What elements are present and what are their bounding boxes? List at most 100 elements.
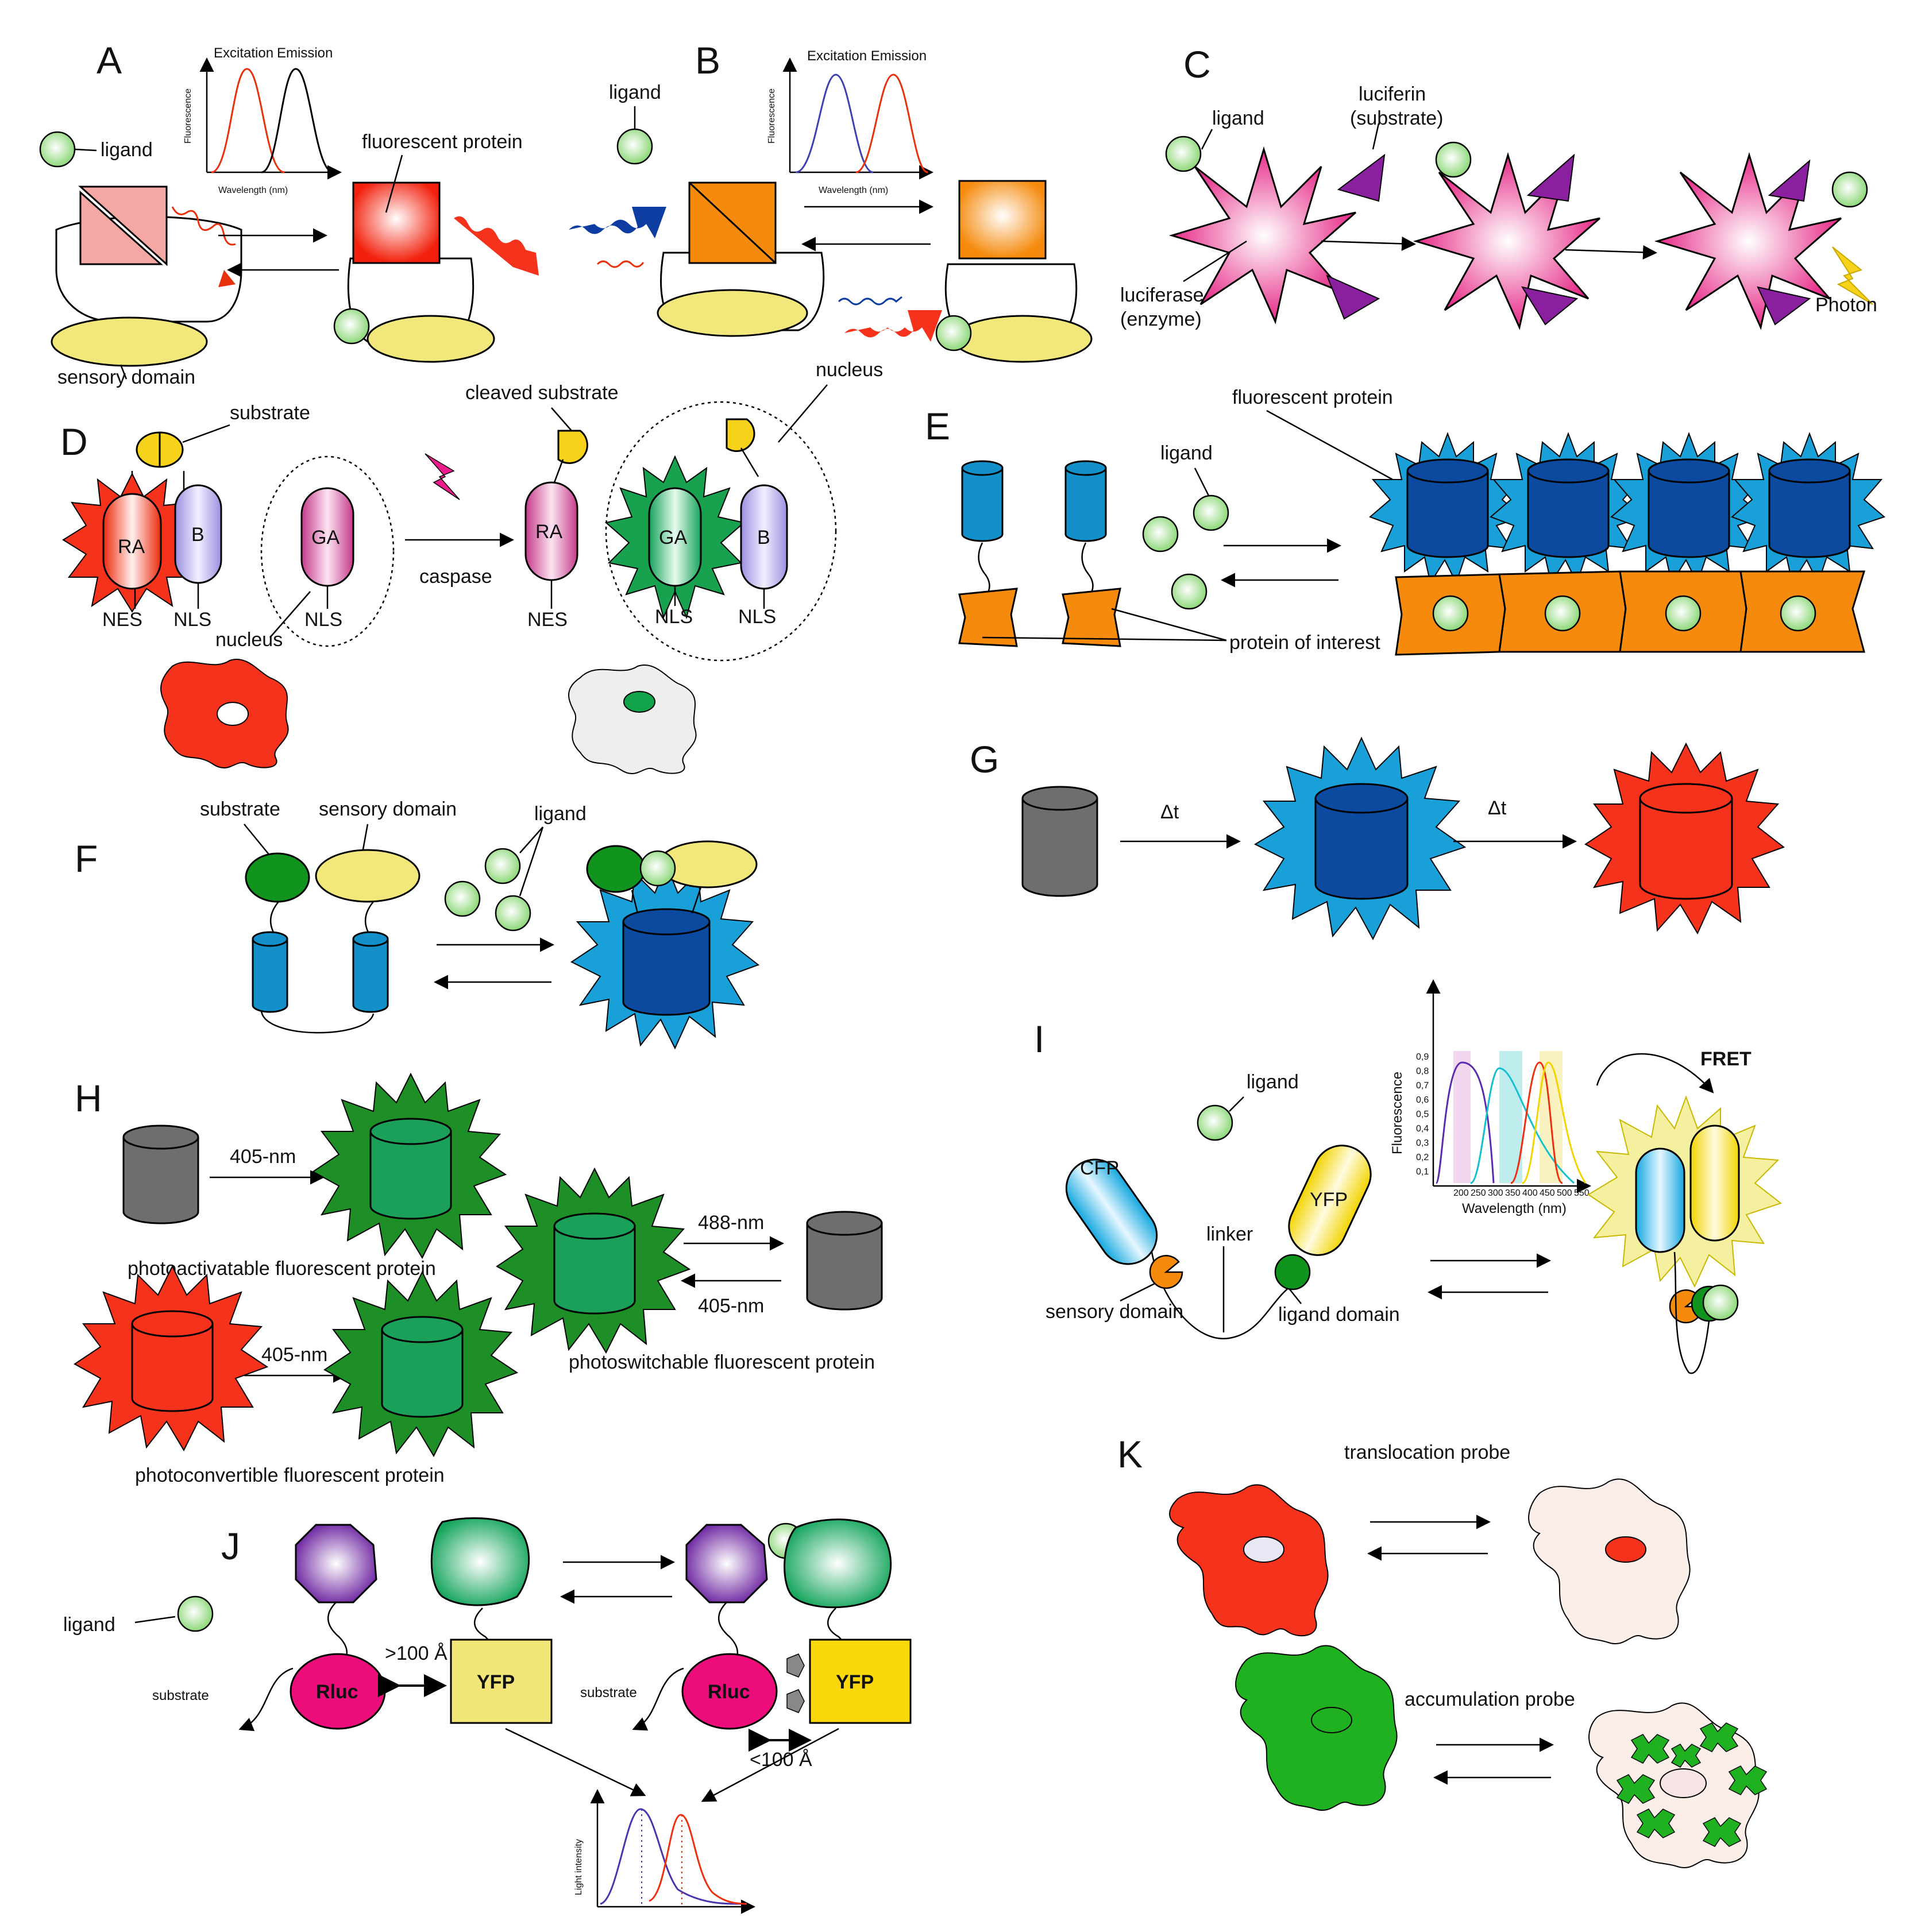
nes-label: NES [102, 609, 142, 631]
caspase-bolt-icon [425, 453, 460, 500]
gray-cell [568, 664, 697, 774]
ligand-label: ligand [1160, 442, 1213, 464]
emission-spectrum-j: Light intensity [574, 1789, 755, 1914]
light-intensity-label: Light intensity [574, 1839, 584, 1895]
ligand-label: ligand [1247, 1071, 1299, 1093]
panel-c: C ligand luciferin (substrate) luciferas… [1120, 43, 1877, 330]
blue-cylinders-left [961, 460, 1107, 598]
nls-label-3: NLS [655, 606, 693, 628]
panel-letter-a: A [97, 39, 122, 82]
ligand-icon [1197, 1104, 1233, 1141]
tick-x-550: 550 [1574, 1188, 1590, 1198]
panel-b: B ligand Excitation Emission Wavelength … [569, 39, 1093, 363]
panel-letter-j: J [221, 1525, 240, 1567]
photon-bolt-icon [1832, 246, 1873, 305]
delta-t-label-2: Δt [1488, 797, 1507, 819]
yfp-label-2: YFP [836, 1671, 874, 1693]
fp-chain [1369, 432, 1885, 656]
sensory-domain-label: sensory domain [319, 798, 457, 820]
tick-x-400: 400 [1522, 1188, 1538, 1198]
luciferin-label: luciferin [1359, 83, 1426, 105]
panel-letter-h: H [75, 1077, 102, 1119]
translocation-label: translocation probe [1344, 1442, 1510, 1463]
ligand-label: ligand [1212, 107, 1264, 129]
nls-label: NLS [173, 609, 211, 631]
panel-f: F substrate sensory domain ligand [75, 798, 760, 1050]
delta-t-label-1: Δt [1160, 801, 1179, 823]
fluorescent-protein-label: fluorescent protein [1232, 387, 1393, 408]
panel-k: K translocation probe accumulation probe [1117, 1433, 1768, 1868]
b-label-2: B [757, 527, 770, 548]
ga-label: GA [311, 527, 340, 548]
purple-octagon [295, 1524, 377, 1603]
rluc-label-2: Rluc [708, 1681, 750, 1703]
ra-label: RA [118, 536, 145, 558]
nucleus-bottom-label: nucleus [215, 629, 283, 651]
tick-x-200: 200 [1453, 1188, 1469, 1198]
caspase-label: caspase [419, 566, 492, 588]
nm405-label-1: 405-nm [230, 1146, 296, 1168]
nm488-label: 488-nm [698, 1212, 764, 1234]
x-axis-label: Wavelength (nm) [218, 186, 288, 195]
substrate-label-2: substrate [580, 1685, 637, 1701]
tick-y-0-1: 0,1 [1416, 1167, 1429, 1177]
rluc-label-1: Rluc [316, 1681, 358, 1703]
photoswitchable-label: photoswitchable fluorescent protein [569, 1351, 875, 1373]
assembled-fp [570, 863, 760, 1050]
substrate-label: substrate [200, 798, 280, 820]
x-axis-label: Wavelength (nm) [1462, 1201, 1567, 1216]
excitation-emission-label: Excitation Emission [807, 48, 927, 64]
tick-x-450: 450 [1540, 1188, 1555, 1198]
tick-y-0-4: 0,4 [1416, 1124, 1429, 1134]
ligand-label: ligand [534, 803, 587, 825]
nm405-label-3: 405-nm [261, 1344, 327, 1366]
tick-x-350: 350 [1505, 1188, 1521, 1198]
nucleus-outline [260, 455, 395, 647]
ligand-label: ligand [609, 82, 661, 103]
panel-letter-g: G [970, 738, 999, 780]
tick-x-500: 500 [1557, 1188, 1572, 1198]
emission-label: Emission [277, 45, 333, 61]
fluorescent-protein-label: fluorescent protein [362, 131, 523, 153]
panel-letter-i: I [1034, 1018, 1044, 1060]
cfp-label: CFP [1080, 1157, 1119, 1179]
spectrum-inset-i: 200 250 300 350 400 450 500 550 0,1 0,2 … [1390, 979, 1591, 1216]
nls-label-2: NLS [304, 609, 342, 631]
tick-y-0-6: 0,6 [1416, 1095, 1429, 1105]
panel-letter-b: B [695, 39, 720, 82]
y-axis-label: Fluorescence [183, 88, 193, 144]
spectrum-inset-a: Excitation Emission Wavelength (nm) Fluo… [183, 45, 342, 195]
tick-y-0-9: 0,9 [1416, 1052, 1429, 1062]
ligand-label: ligand [63, 1614, 115, 1636]
panel-d: D substrate RA B NES NLS GA NLS nucleus [60, 359, 883, 774]
y-axis-label: Fluorescence [1390, 1072, 1405, 1154]
nls-label-4: NLS [738, 606, 776, 628]
yfp-label-1: YFP [477, 1671, 515, 1693]
luciferase-label: luciferase [1120, 284, 1204, 306]
tick-x-300: 300 [1488, 1188, 1503, 1198]
photoconvertible-label: photoconvertible fluorescent protein [135, 1465, 445, 1486]
panel-letter-f: F [75, 837, 98, 880]
photoactivatable-label: photoactivatable fluorescent protein [128, 1258, 436, 1280]
ligand-icon [39, 131, 76, 168]
fret-label: FRET [1700, 1048, 1752, 1070]
panel-letter-e: E [925, 405, 950, 447]
nes-label-2: NES [527, 609, 568, 631]
linker-label: linker [1206, 1223, 1253, 1245]
ra-label-2: RA [535, 521, 563, 543]
nucleus-top-label: nucleus [816, 359, 883, 381]
panel-letter-k: K [1117, 1433, 1143, 1475]
panel-e: E ligand protein of interest fluorescent… [925, 387, 1885, 656]
aggregates [1616, 1722, 1768, 1847]
panel-i: I ligand CFP YFP linker sensory domain l… [1034, 979, 1783, 1374]
tick-y-0-7: 0,7 [1416, 1081, 1429, 1091]
x-axis-label: Wavelength (nm) [819, 186, 888, 195]
protein-of-interest-label: protein of interest [1229, 632, 1380, 654]
cleaved-substrate-label: cleaved substrate [465, 382, 619, 404]
excitation-label: Excitation [214, 45, 273, 61]
panel-letter-c: C [1183, 43, 1211, 86]
panel-j: J Rluc ligand substrate YFP >100 Å Rluc … [63, 1517, 912, 1914]
panel-h: H 405-nm photoactivatable fluorescent pr… [74, 1072, 883, 1486]
ga-label-2: GA [659, 527, 687, 548]
